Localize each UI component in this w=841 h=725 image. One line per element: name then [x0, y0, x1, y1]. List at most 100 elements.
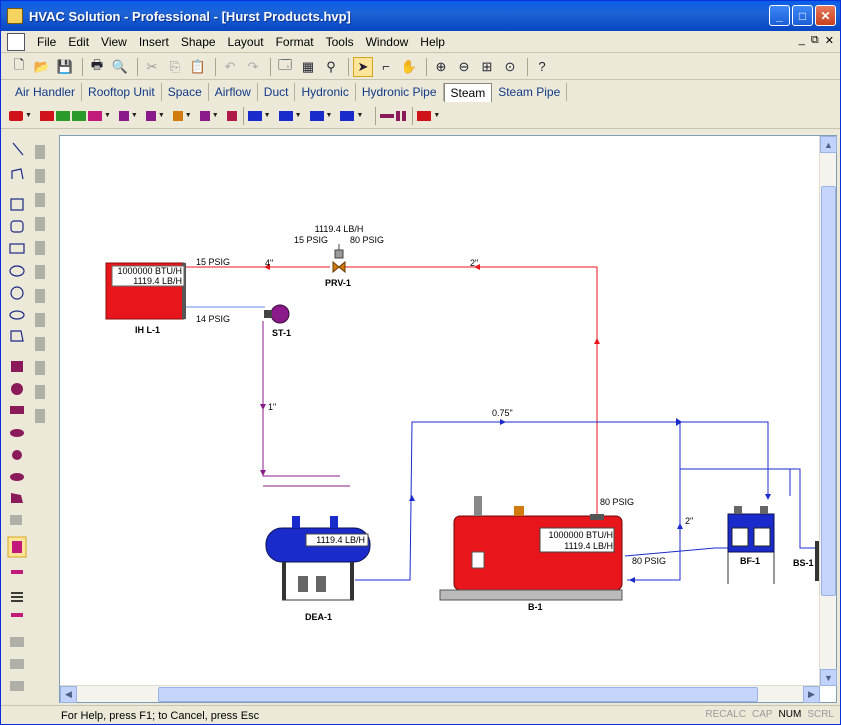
copy-icon[interactable]: ⎘ [169, 58, 181, 74]
boiler-feed-bf-1[interactable] [727, 506, 775, 584]
tab-steam-pipe[interactable]: Steam Pipe [492, 83, 568, 101]
tab-hydronic[interactable]: Hydronic [295, 83, 356, 101]
ihl-inlet-pressure: 15 PSIG [196, 257, 230, 267]
feedwater-to-bs [790, 468, 818, 549]
boiler-shape-icon[interactable] [9, 110, 23, 121]
steam-shape-icon-12[interactable] [309, 110, 324, 121]
grayed-tool-icon-11 [35, 385, 45, 399]
prv-name-label: PRV-1 [325, 278, 351, 288]
steam-shape-icon-6[interactable] [145, 110, 156, 121]
feedwater-branch [679, 468, 791, 496]
tab-hydronic-pipe[interactable]: Hydronic Pipe [356, 83, 444, 101]
pan-hand-icon[interactable]: ✋ [400, 58, 418, 74]
menu-format[interactable]: Format [275, 34, 314, 49]
filled-ellipse-tool-icon [10, 473, 24, 481]
open-icon[interactable]: 📂 [33, 58, 51, 74]
tab-rooftop-unit[interactable]: Rooftop Unit [82, 83, 162, 101]
menu-layout[interactable]: Layout [227, 34, 264, 49]
toolbox-icons [7, 142, 45, 691]
app-icon[interactable] [7, 8, 23, 24]
scroll-up-button[interactable]: ▲ [820, 136, 837, 153]
mdi-minimize-button[interactable]: _ [798, 34, 805, 46]
print-icon[interactable]: 🖶 [90, 56, 104, 72]
scroll-down-button[interactable]: ▼ [820, 669, 837, 686]
cut-icon[interactable]: ✂ [146, 58, 158, 74]
document-icon[interactable] [7, 32, 25, 51]
steam-shape-icon-16[interactable] [402, 110, 407, 121]
steam-shape-icon-7[interactable] [172, 110, 183, 121]
grayed-tool-icon-8 [35, 313, 45, 327]
format-painter-icon[interactable]: ⚲ [326, 58, 336, 74]
horizontal-scrollbar[interactable]: ◀ ▶ [60, 685, 820, 703]
status-message: For Help, press F1; to Cancel, press Esc [61, 709, 260, 722]
menu-insert[interactable]: Insert [138, 34, 169, 49]
zoom-fit-icon[interactable]: ⊙ [504, 58, 516, 74]
feedwater-pipe-bf-boiler [624, 547, 730, 557]
steam-shape-icon-10[interactable] [247, 110, 262, 121]
tab-space[interactable]: Space [162, 83, 209, 101]
ihl-name-label: IH L-1 [135, 325, 160, 335]
steam-shape-icon-3[interactable] [71, 110, 86, 121]
pipe-size-075in: 0.75" [492, 408, 513, 418]
print-preview-icon[interactable]: 🔍 [111, 58, 129, 74]
steam-shape-icon-9[interactable] [226, 110, 237, 121]
steam-shape-icon-4[interactable] [87, 110, 102, 121]
maximize-button[interactable]: □ [792, 5, 813, 26]
blowdown-separator-bs-1[interactable] [815, 541, 819, 581]
polyline-tool-icon [11, 168, 24, 180]
pointer-icon[interactable]: ➤ [353, 56, 373, 77]
connector-icon[interactable]: ⌐ [382, 59, 390, 74]
bf-name-label: BF-1 [740, 556, 760, 566]
paste-icon[interactable]: 📋 [189, 58, 207, 74]
mdi-close-button[interactable]: ✕ [824, 35, 834, 47]
ihl-1-unit[interactable] [105, 262, 186, 320]
steam-shape-icon-15[interactable] [396, 110, 401, 121]
context-help-icon[interactable]: ? [538, 59, 546, 74]
close-button[interactable]: ✕ [815, 5, 836, 26]
minimize-button[interactable]: _ [769, 5, 790, 26]
steam-shape-icon-8[interactable] [199, 110, 210, 121]
filled-oval-tool-icon [10, 429, 24, 437]
steam-system-diagram[interactable]: 1000000 BTU/H 1119.4 LB/H IH L-1 15 PSIG… [60, 136, 820, 686]
vertical-scrollbar[interactable]: ▲ ▼ [819, 136, 837, 686]
grayed-tool-icon-10 [35, 361, 45, 375]
drawing-canvas[interactable]: 1000000 BTU/H 1119.4 LB/H IH L-1 15 PSIG… [59, 135, 837, 703]
steam-shape-icon-2[interactable] [55, 110, 70, 121]
zoom-out-icon[interactable]: ⊖ [458, 58, 470, 74]
menu-window[interactable]: Window [365, 34, 409, 49]
save-icon[interactable]: 💾 [56, 58, 74, 74]
steam-shape-icon-14[interactable] [380, 113, 395, 118]
tab-duct[interactable]: Duct [258, 83, 296, 101]
steam-shape-icon-5[interactable] [118, 110, 129, 121]
menu-edit[interactable]: Edit [68, 34, 90, 49]
steam-shape-icon-1[interactable] [39, 110, 54, 121]
scroll-left-button[interactable]: ◀ [60, 686, 77, 703]
undo-icon[interactable]: ↶ [224, 58, 236, 74]
boiler-b-1[interactable] [439, 496, 623, 601]
mdi-restore-button[interactable]: ⧉ [810, 34, 819, 46]
menu-shape[interactable]: Shape [180, 34, 216, 49]
deaerator-dea-1[interactable] [265, 516, 371, 601]
steam-shape-icon-11[interactable] [278, 110, 293, 121]
zoom-in-icon[interactable]: ⊕ [435, 58, 447, 74]
tab-air-handler[interactable]: Air Handler [9, 83, 83, 101]
menu-tools[interactable]: Tools [325, 34, 354, 49]
properties-icon[interactable]: 🗔 [277, 56, 293, 72]
menu-file[interactable]: File [37, 34, 57, 49]
menu-view[interactable]: View [101, 34, 127, 49]
new-icon[interactable]: 🗋 [13, 56, 25, 72]
vertical-scroll-thumb[interactable] [821, 186, 836, 596]
calculator-icon[interactable]: ▦ [301, 58, 315, 74]
zoom-window-icon[interactable]: ⊞ [481, 58, 493, 74]
steam-shape-icon-17[interactable] [417, 110, 432, 121]
steam-trap-st-1[interactable] [264, 304, 290, 324]
prv-1-valve[interactable] [332, 244, 346, 274]
scroll-right-button[interactable]: ▶ [803, 686, 820, 703]
steam-shape-icon-13[interactable] [340, 110, 355, 121]
redo-icon[interactable]: ↷ [247, 58, 259, 74]
tab-steam[interactable]: Steam [443, 82, 493, 102]
tab-airflow[interactable]: Airflow [209, 83, 258, 101]
horizontal-scroll-thumb[interactable] [158, 687, 758, 702]
menu-help[interactable]: Help [420, 34, 445, 49]
title-bar[interactable]: HVAC Solution - Professional - [Hurst Pr… [1, 1, 840, 31]
